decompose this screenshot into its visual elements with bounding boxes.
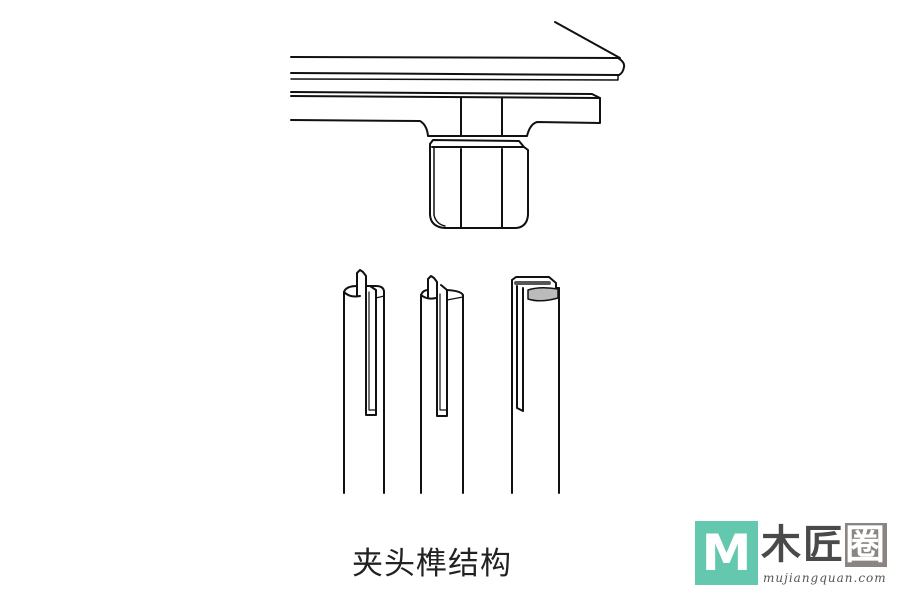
logo-name-main: 木匠: [761, 522, 845, 568]
logo-name-last: 圈: [845, 522, 887, 568]
watermark-logo: M 木匠圈 mujiangquan.com: [695, 521, 895, 589]
diagram-caption: 夹头榫结构: [352, 546, 512, 582]
leg-top-block: [429, 139, 529, 229]
post-1: [343, 269, 385, 494]
table-top: [290, 21, 626, 81]
post-2: [420, 275, 464, 494]
logo-url: mujiangquan.com: [763, 571, 887, 585]
logo-name: 木匠圈: [761, 523, 887, 567]
apron: [290, 91, 601, 137]
logo-mark: M: [695, 521, 758, 585]
post-3: [511, 276, 560, 494]
